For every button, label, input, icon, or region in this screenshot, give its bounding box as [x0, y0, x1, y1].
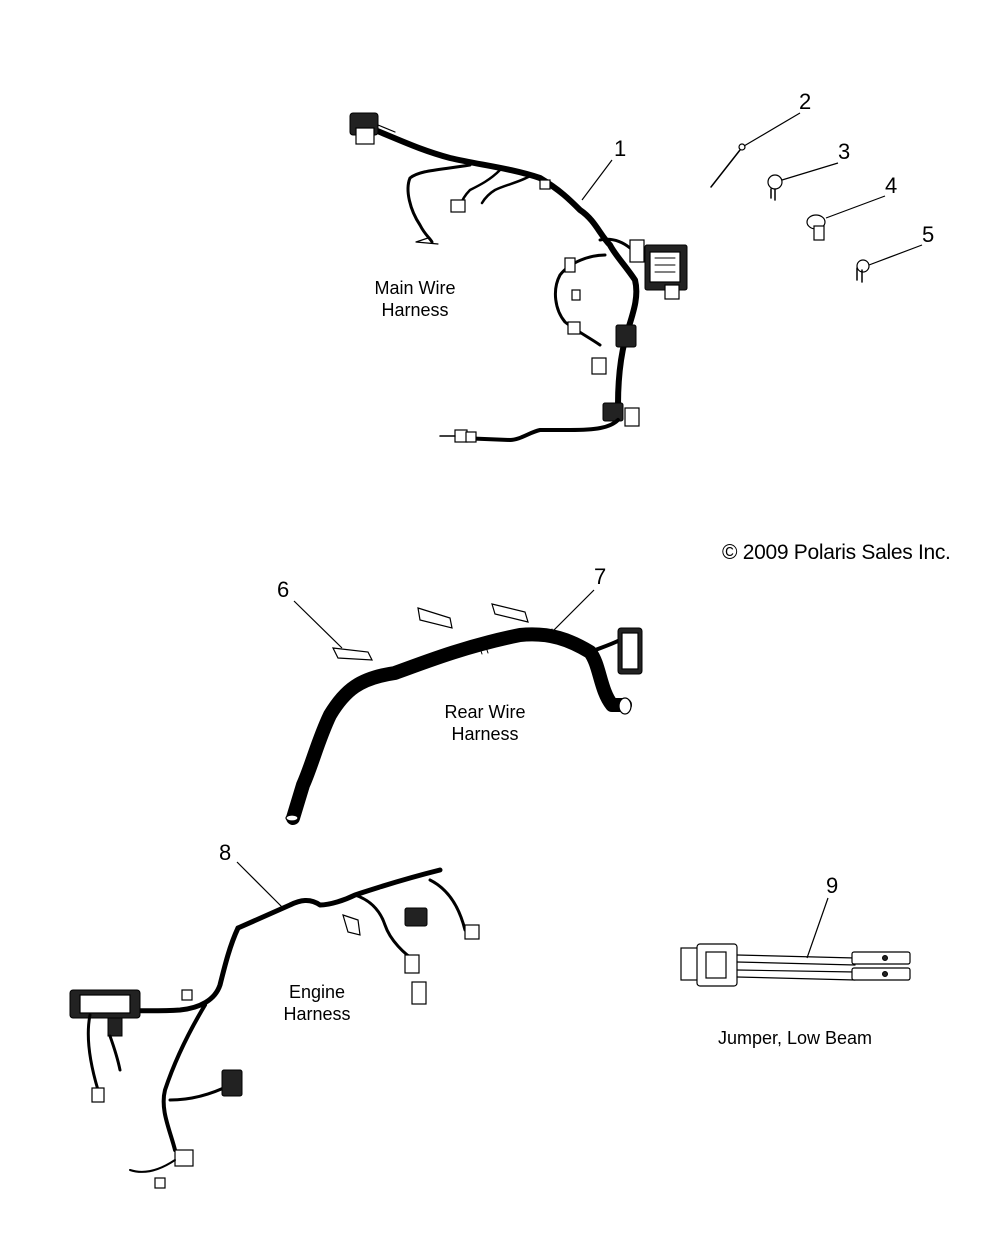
jumper-low-beam-drawing — [680, 943, 911, 987]
callout-4: 4 — [885, 173, 898, 198]
leader-lines-rear — [293, 589, 595, 649]
main-wire-harness-drawing — [349, 112, 688, 443]
rear-wire-harness-drawing — [285, 603, 643, 825]
callout-7: 7 — [594, 564, 607, 589]
callout-8: 8 — [219, 840, 232, 865]
engine-harness-drawing — [69, 867, 480, 1189]
callout-9: 9 — [826, 873, 839, 898]
callout-1: 1 — [614, 136, 627, 161]
callout-5: 5 — [922, 222, 935, 247]
leader-line-jumper — [806, 897, 829, 959]
callout-2: 2 — [799, 89, 812, 114]
label-engine-line1: Engine — [288, 982, 346, 1002]
label-rear-line1: Rear Wire — [444, 702, 526, 722]
label-jumper-low-beam: Jumper, Low Beam — [717, 1028, 873, 1048]
small-parts-drawing — [710, 143, 870, 283]
label-rear-line2: Harness — [451, 724, 519, 744]
label-engine-line2: Harness — [283, 1004, 351, 1024]
leader-line-engine — [236, 861, 284, 909]
label-main-wire-harness: Main Wire Harness — [355, 277, 475, 321]
copyright-notice: © 2009 Polaris Sales Inc. — [722, 541, 951, 564]
label-rear-wire-harness: Rear Wire Harness — [425, 701, 545, 745]
label-main-line1: Main Wire — [374, 278, 456, 298]
leader-lines-upper — [581, 112, 923, 266]
callout-3: 3 — [838, 139, 851, 164]
label-main-line2: Harness — [381, 300, 449, 320]
callout-6: 6 — [277, 577, 290, 602]
label-engine-harness: Engine Harness — [257, 981, 377, 1025]
